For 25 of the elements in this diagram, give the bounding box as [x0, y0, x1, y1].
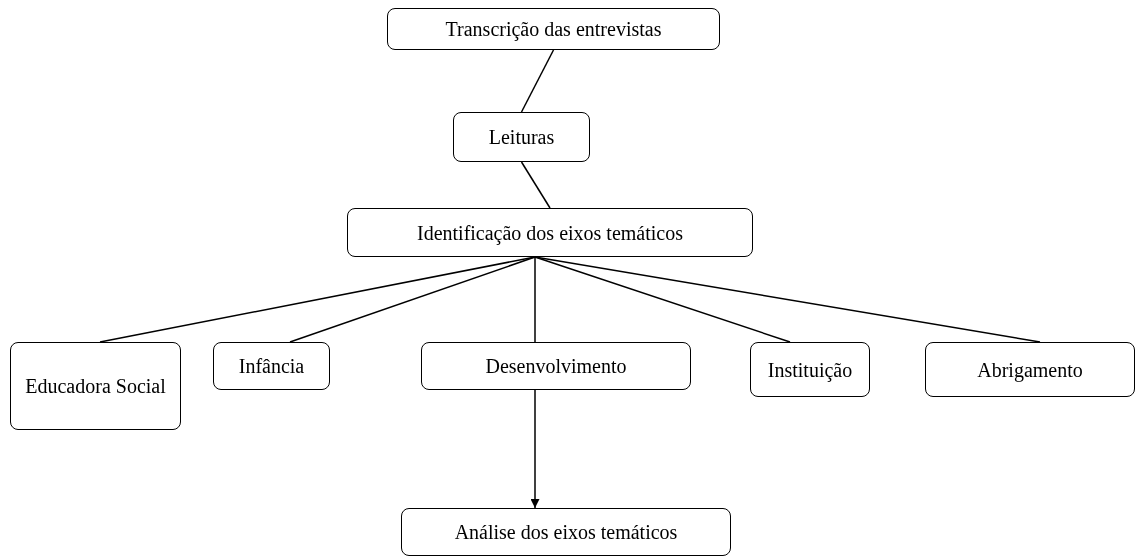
- connector-line: [534, 256, 791, 343]
- process-box: [925, 342, 1135, 397]
- box-label: Identificação dos eixos temáticos: [417, 220, 683, 245]
- arrow: [530, 389, 540, 509]
- connector-line: [289, 256, 536, 343]
- box-label: Desenvolvimento: [485, 354, 627, 378]
- process-box: [347, 208, 753, 257]
- box-label: Infância: [238, 354, 305, 378]
- process-box: [401, 508, 731, 556]
- process-box: [421, 342, 691, 390]
- box-label: Análise dos eixos temáticos: [454, 520, 678, 544]
- process-box: [213, 342, 330, 390]
- box-label: Educadora Social: [25, 374, 166, 398]
- process-box: [750, 342, 870, 397]
- process-box: [387, 8, 720, 50]
- box-label: Abrigamento: [977, 357, 1083, 382]
- process-box: [453, 112, 590, 162]
- connector-line: [534, 256, 1041, 343]
- connector-line: [520, 49, 555, 113]
- box-label: Instituição: [767, 357, 853, 382]
- box-label: Leituras: [488, 125, 555, 149]
- process-box: [10, 342, 181, 430]
- box-label: Transcrição das entrevistas: [445, 17, 662, 41]
- connector-line: [520, 161, 551, 209]
- connector-line: [534, 256, 536, 343]
